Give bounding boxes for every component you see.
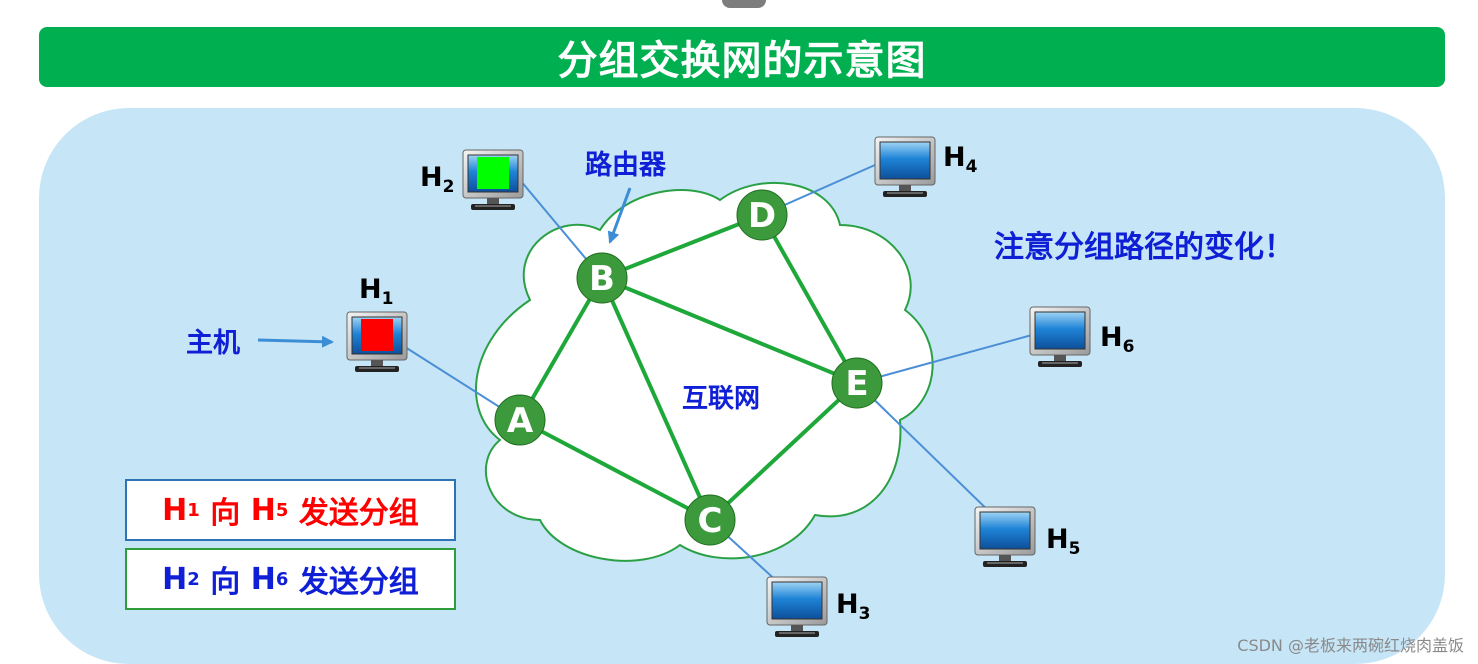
link-b-c	[600, 277, 712, 521]
host-h2-label: H2	[420, 162, 455, 197]
host-h6-label: H6	[1100, 322, 1135, 357]
router-a-label: A	[507, 401, 534, 441]
router-b-label: B	[589, 259, 615, 299]
router-e: E	[831, 357, 883, 409]
link-b-e	[601, 276, 858, 385]
router-e-label: E	[845, 364, 868, 404]
host-h2-monitor-icon	[462, 149, 524, 211]
top-notch	[722, 0, 766, 8]
h2-screen-marker	[477, 157, 509, 189]
router-c-label: C	[698, 501, 723, 541]
host-callout-arrow	[257, 335, 334, 348]
router-d-label: D	[748, 196, 776, 236]
host-h1-monitor-icon	[346, 311, 408, 373]
link-d-e	[760, 214, 859, 384]
host-h3-label: H3	[836, 589, 871, 624]
internet-label: 互联网	[682, 384, 761, 414]
host-callout-label: 主机	[186, 328, 240, 359]
router-d: D	[736, 189, 788, 241]
router-callout-arrow	[607, 187, 632, 244]
page-title: 分组交换网的示意图	[557, 38, 927, 84]
router-a: A	[494, 394, 546, 446]
watermark: CSDN @老板来两碗红烧肉盖饭	[1237, 636, 1464, 655]
router-callout-label: 路由器	[585, 150, 666, 181]
router-c: C	[684, 494, 736, 546]
link-b-d	[601, 213, 763, 280]
title-bar: 分组交换网的示意图	[39, 27, 1445, 87]
link-e-c	[708, 381, 859, 522]
host-h5-label: H5	[1046, 524, 1081, 559]
link-a-c	[519, 418, 711, 522]
link-e-h6	[856, 334, 1033, 384]
router-b: B	[576, 252, 628, 304]
h1-screen-marker	[361, 319, 393, 351]
link-e-h5	[856, 382, 999, 521]
link-a-b	[518, 276, 604, 422]
path-change-note: 注意分组路径的变化！	[994, 230, 1294, 265]
router-links	[518, 213, 859, 522]
host-h1-label: H1	[359, 274, 394, 309]
host-h4-label: H4	[943, 142, 978, 177]
